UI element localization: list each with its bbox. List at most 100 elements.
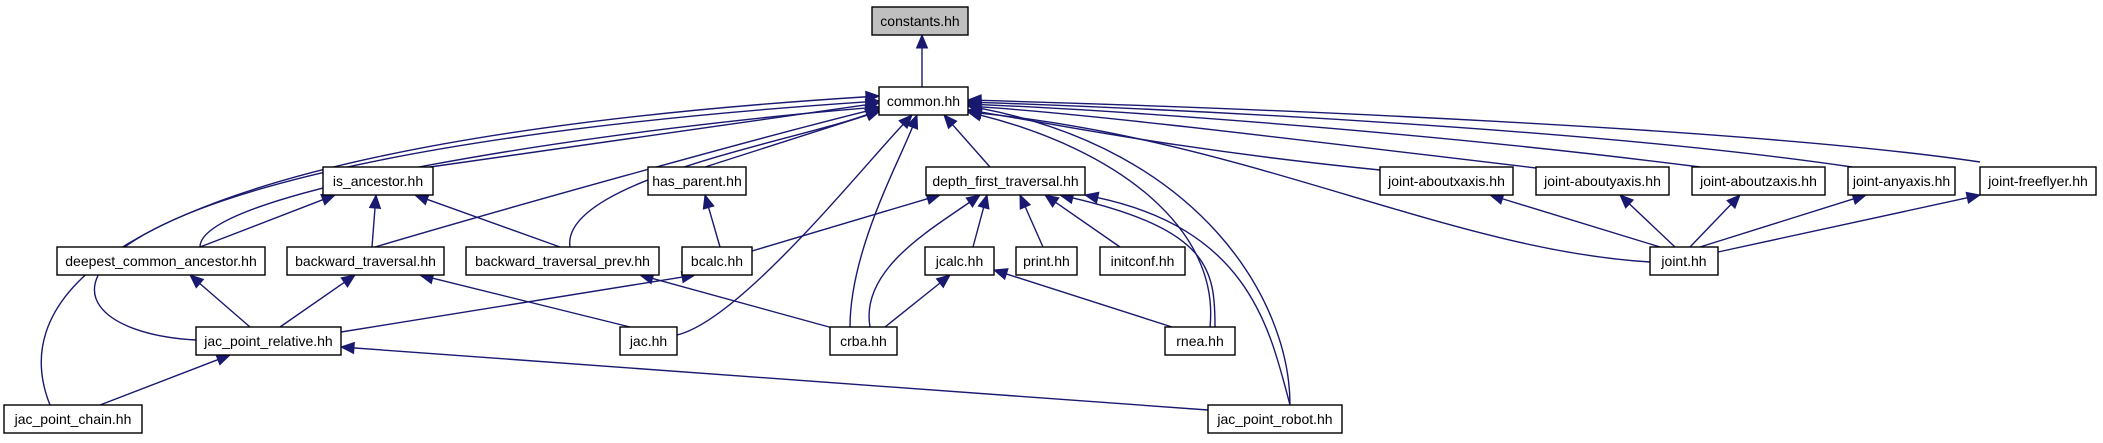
node-common[interactable]: common.hh bbox=[878, 86, 969, 116]
node-bcalc[interactable]: bcalc.hh bbox=[681, 246, 753, 276]
edge-jac_point_relative-to-backward_traversal bbox=[279, 274, 357, 328]
node-joint-anyaxis[interactable]: joint-anyaxis.hh bbox=[1847, 166, 1956, 196]
node-box[interactable] bbox=[1015, 246, 1078, 276]
edge-line bbox=[979, 112, 1651, 263]
node-label: initconf.hh bbox=[1111, 253, 1175, 269]
edge-common-to-constants bbox=[915, 33, 929, 87]
node-depth-first-traversal[interactable]: depth_first_traversal.hh bbox=[925, 166, 1086, 196]
node-box[interactable] bbox=[1535, 166, 1670, 196]
arrowhead bbox=[865, 90, 881, 104]
node-box[interactable] bbox=[829, 326, 898, 356]
node-box[interactable] bbox=[1649, 246, 1719, 276]
node-box[interactable] bbox=[195, 326, 342, 356]
node-box[interactable] bbox=[681, 246, 753, 276]
edge-line bbox=[1005, 272, 1173, 328]
node-jac-point-robot[interactable]: jac_point_robot.hh bbox=[1207, 404, 1343, 434]
edge-bcalc-to-depth_first_traversal bbox=[751, 192, 942, 252]
edge-jac_point_robot-to-depth_first_traversal bbox=[1083, 191, 1291, 406]
node-crba[interactable]: crba.hh bbox=[829, 326, 898, 356]
node-jac[interactable]: jac.hh bbox=[619, 326, 678, 356]
edge-line bbox=[431, 277, 631, 328]
node-label: deepest_common_ancestor.hh bbox=[65, 253, 256, 269]
node-box[interactable] bbox=[1164, 326, 1236, 356]
node-label: is_ancestor.hh bbox=[333, 173, 423, 189]
edge-jac_point_chain-to-common bbox=[40, 90, 881, 406]
edge-jac_point_chain-to-jac_point_relative bbox=[99, 354, 232, 406]
node-label: joint-aboutzaxis.hh bbox=[1699, 173, 1817, 189]
node-backward-traversal[interactable]: backward_traversal.hh bbox=[286, 246, 445, 276]
node-joint-aboutxaxis[interactable]: joint-aboutxaxis.hh bbox=[1379, 166, 1514, 196]
node-jcalc[interactable]: jcalc.hh bbox=[924, 246, 995, 276]
node-joint-aboutzaxis[interactable]: joint-aboutzaxis.hh bbox=[1691, 166, 1826, 196]
edge-line bbox=[651, 277, 841, 331]
node-jac-point-chain[interactable]: jac_point_chain.hh bbox=[3, 404, 143, 434]
node-label: backward_traversal.hh bbox=[295, 253, 436, 269]
node-box[interactable] bbox=[647, 166, 747, 196]
node-initconf[interactable]: initconf.hh bbox=[1099, 246, 1186, 276]
edge-line bbox=[99, 358, 220, 406]
node-label: jac.hh bbox=[629, 333, 667, 349]
edge-jac_point_robot-to-jac_point_relative bbox=[339, 341, 1209, 411]
edge-line bbox=[352, 347, 1209, 411]
node-label: jac_point_robot.hh bbox=[1216, 411, 1332, 427]
node-label: jcalc.hh bbox=[935, 253, 983, 269]
edge-line bbox=[1024, 205, 1044, 248]
arrowhead bbox=[215, 354, 232, 366]
node-box[interactable] bbox=[322, 166, 434, 196]
edge-line bbox=[199, 107, 868, 248]
edge-line bbox=[340, 276, 684, 333]
edge-line bbox=[199, 198, 325, 248]
edge-line bbox=[979, 101, 1853, 168]
edge-line bbox=[1689, 203, 1733, 248]
node-box[interactable] bbox=[1847, 166, 1956, 196]
node-label: has_parent.hh bbox=[652, 173, 742, 189]
node-print[interactable]: print.hh bbox=[1015, 246, 1078, 276]
node-jac-point-relative[interactable]: jac_point_relative.hh bbox=[195, 326, 342, 356]
node-label: jac_point_relative.hh bbox=[203, 333, 332, 349]
node-box[interactable] bbox=[1979, 166, 2097, 196]
edge-line bbox=[972, 206, 985, 248]
arrowhead bbox=[1619, 194, 1635, 209]
node-has-parent[interactable]: has_parent.hh bbox=[647, 166, 747, 196]
node-box[interactable] bbox=[871, 6, 969, 36]
edge-line bbox=[707, 206, 721, 248]
node-box[interactable] bbox=[878, 86, 969, 116]
edges-layer bbox=[40, 33, 1982, 411]
node-box[interactable] bbox=[3, 404, 143, 434]
node-joint-aboutyaxis[interactable]: joint-aboutyaxis.hh bbox=[1535, 166, 1670, 196]
arrowhead bbox=[935, 274, 952, 289]
node-box[interactable] bbox=[465, 246, 660, 276]
edge-deepest_common_ancestor-to-is_ancestor bbox=[199, 194, 337, 248]
node-box[interactable] bbox=[925, 166, 1086, 196]
node-box[interactable] bbox=[1379, 166, 1514, 196]
edge-backward_traversal_prev-to-is_ancestor bbox=[413, 193, 561, 248]
edge-joint-to-joint_aboutzaxis bbox=[1689, 194, 1741, 248]
arrowhead bbox=[992, 268, 1009, 281]
node-is-ancestor[interactable]: is_ancestor.hh bbox=[322, 166, 434, 196]
node-box[interactable] bbox=[619, 326, 678, 356]
node-box[interactable] bbox=[924, 246, 995, 276]
node-box[interactable] bbox=[286, 246, 445, 276]
node-joint[interactable]: joint.hh bbox=[1649, 246, 1719, 276]
node-deepest-common-ancestor[interactable]: deepest_common_ancestor.hh bbox=[56, 246, 266, 276]
arrowhead bbox=[1019, 193, 1032, 210]
edge-line bbox=[979, 99, 1981, 163]
node-box[interactable] bbox=[56, 246, 266, 276]
node-backward-traversal-prev[interactable]: backward_traversal_prev.hh bbox=[465, 246, 660, 276]
arrowhead bbox=[340, 274, 357, 288]
arrowhead bbox=[906, 113, 919, 130]
node-joint-freeflyer[interactable]: joint-freeflyer.hh bbox=[1979, 166, 2097, 196]
node-box[interactable] bbox=[1691, 166, 1826, 196]
node-box[interactable] bbox=[1099, 246, 1186, 276]
edge-line bbox=[279, 281, 346, 328]
node-constants[interactable]: constants.hh bbox=[871, 6, 969, 36]
edge-depth_first_traversal-to-common bbox=[943, 114, 991, 168]
edge-print-to-depth_first_traversal bbox=[1019, 193, 1044, 248]
node-box[interactable] bbox=[1207, 404, 1343, 434]
edge-joint-to-joint_anyaxis bbox=[1699, 193, 1868, 248]
arrowhead bbox=[966, 102, 983, 115]
edge-line bbox=[198, 282, 251, 328]
node-rnea[interactable]: rnea.hh bbox=[1164, 326, 1236, 356]
edge-line bbox=[979, 106, 1537, 169]
